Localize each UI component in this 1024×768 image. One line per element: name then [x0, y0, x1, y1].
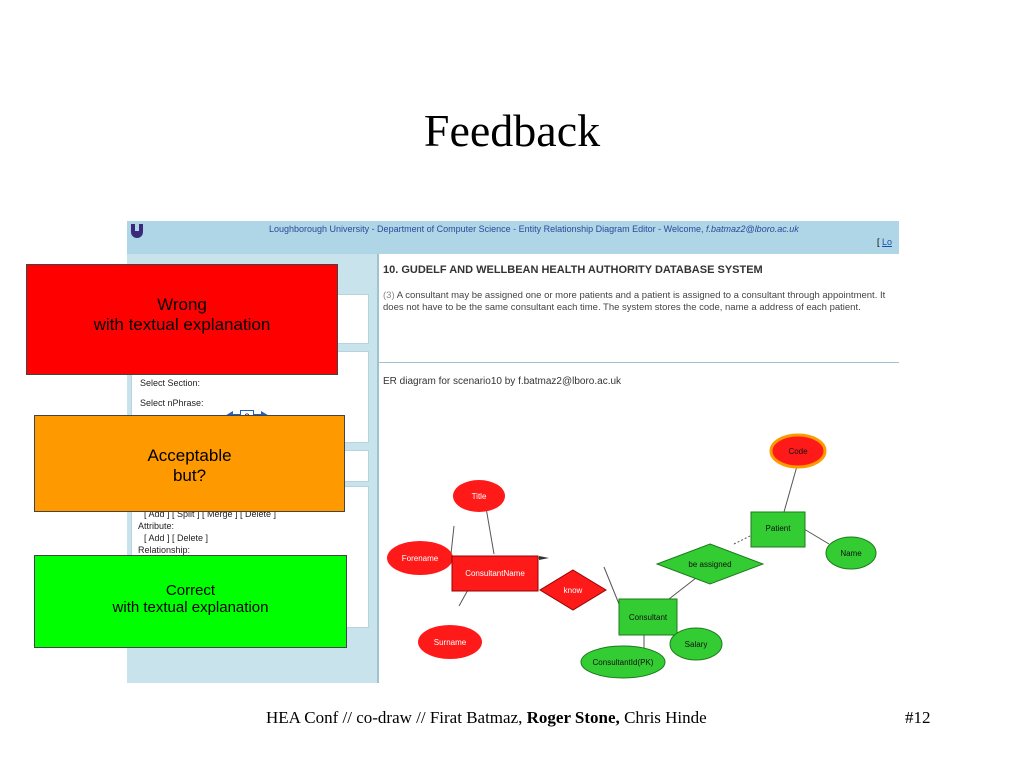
divider	[379, 362, 899, 363]
footer-bold-author: Roger Stone,	[526, 708, 620, 727]
edge-know-consultant	[603, 566, 620, 605]
header-link-bracket: [	[877, 237, 880, 247]
attr-code-label: Code	[788, 447, 808, 456]
attr-consultantid-label: ConsultantId(PK)	[593, 658, 654, 667]
wrong-feedback-box: Wrong with textual explanation	[26, 264, 338, 375]
attr-code-node	[769, 433, 827, 469]
task-title: 10. GUDELF AND WELLBEAN HEALTH AUTHORITY…	[383, 264, 763, 276]
correct-label: Correct	[165, 582, 216, 599]
attr-forename-label: Forename	[402, 554, 439, 563]
arrow-head	[539, 556, 549, 560]
header-welcome-text: Loughborough University - Department of …	[269, 224, 799, 234]
attr-salary-label: Salary	[685, 640, 708, 649]
entity-consultantname-node	[451, 555, 539, 592]
acceptable-label: Acceptable	[147, 446, 232, 465]
logout-link[interactable]: Lo	[882, 237, 893, 247]
attr-title-label: Title	[472, 492, 487, 501]
university-logo-icon	[131, 224, 143, 238]
attr-title-node	[453, 480, 505, 512]
wrong-label: Wrong	[157, 295, 207, 314]
edge-patient-name	[803, 528, 830, 545]
correct-feedback-box: Correct with textual explanation	[34, 555, 347, 648]
relationship-beassigned-node	[655, 543, 765, 585]
entity-patient-label: Patient	[766, 524, 792, 533]
attr-name-node	[825, 536, 877, 570]
attribute-actions[interactable]: [ Add ] [ Delete ]	[144, 533, 209, 543]
relationship-know-node	[539, 569, 607, 611]
task-description: (3) A consultant may be assigned one or …	[383, 290, 899, 314]
entity-consultantname-label: ConsultantName	[465, 569, 525, 578]
attribute-label: Attribute:	[138, 521, 175, 531]
attr-consultantid-node	[580, 645, 666, 679]
acceptable-explanation: but?	[172, 466, 207, 485]
select-section-label: Select Section:	[140, 378, 201, 388]
task-section-number: (3)	[383, 290, 395, 301]
right-panel: 10. GUDELF AND WELLBEAN HEALTH AUTHORITY…	[379, 254, 899, 683]
attr-salary-node	[669, 627, 723, 661]
slide-number: #12	[905, 708, 931, 727]
footer-suffix: Chris Hinde	[619, 708, 707, 727]
slide-title: Feedback	[423, 105, 601, 156]
relationship-label: Relationship:	[138, 545, 191, 555]
edge-patient-code	[783, 465, 798, 513]
relationship-beassigned-label: be assigned	[688, 560, 731, 569]
header-user: f.batmaz2@lboro.ac.uk	[706, 224, 799, 234]
attr-forename-node	[387, 541, 453, 575]
footer-authors: HEA Conf // co-draw // Firat Batmaz, Rog…	[266, 708, 707, 728]
attr-surname-node	[418, 625, 482, 659]
footer-prefix: HEA Conf // co-draw // Firat Batmaz,	[266, 708, 527, 727]
attr-surname-label: Surname	[434, 638, 467, 647]
acceptable-feedback-box: Acceptable but?	[34, 415, 345, 512]
er-diagram: Title Forename Surname ConsultantName kn…	[387, 433, 877, 679]
attr-name-label: Name	[840, 549, 862, 558]
correct-explanation: with textual explanation	[112, 599, 269, 616]
entity-consultant-label: Consultant	[629, 613, 668, 622]
entity-consultant-node	[618, 598, 678, 636]
task-body: A consultant may be assigned one or more…	[383, 290, 886, 313]
header-title: Loughborough University - Department of …	[269, 224, 707, 234]
er-diagram-caption: ER diagram for scenario10 by f.batmaz2@l…	[383, 376, 622, 387]
edge-forename-consultantname	[450, 525, 455, 555]
wrong-explanation: with textual explanation	[93, 315, 271, 334]
relationship-know-label: know	[564, 586, 583, 595]
entity-patient-node	[750, 511, 806, 548]
entity-actions[interactable]: [ Add ] [ Split ] [ Merge ] [ Delete ]	[144, 509, 277, 519]
app-header: Loughborough University - Department of …	[127, 221, 899, 254]
header-logout: [ Lo	[877, 237, 892, 247]
select-nphrase-label: Select nPhrase:	[140, 398, 204, 408]
